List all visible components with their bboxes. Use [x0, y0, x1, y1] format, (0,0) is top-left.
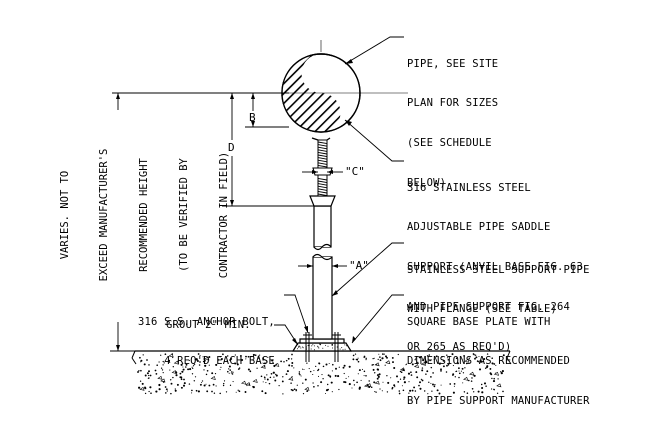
height-note-line: EXCEED MANUFACTURER'S [98, 148, 111, 282]
concrete-slab [132, 351, 511, 395]
leader-arrowheads [292, 59, 356, 345]
dimension-label-d: D [228, 141, 235, 154]
support-pipe-note-line: WITH FLANGE (SEE TABLE) [407, 303, 557, 316]
dimension-arrows [116, 93, 338, 351]
base-plate-note: SQUARE BASE PLATE WITH DIMENSIONS AS REC… [407, 289, 590, 422]
grout-stipple [297, 343, 347, 351]
grout-note: GROUT 2" MIN. [166, 319, 251, 331]
height-note-line: VARIES. NOT TO [58, 170, 71, 260]
anchor-bolts [303, 332, 341, 362]
dimension-lines [110, 93, 347, 351]
base-plate-note-line: BY PIPE SUPPORT MANUFACTURER [407, 395, 590, 408]
base-plate-note-line: SQUARE BASE PLATE WITH [407, 315, 551, 328]
base-plate [293, 339, 351, 351]
saddle-note: 316 STAINLESS STEEL ADJUSTABLE PIPE SADD… [407, 155, 583, 368]
saddle-note-line: AND PIPE SUPPORT FIG. 264 [407, 301, 571, 314]
saddle-note-line: 316 STAINLESS STEEL [407, 181, 531, 194]
anchor-bolt-note-line: 316 S.S. ANCHOR BOLT, [138, 315, 275, 328]
height-note: VARIES. NOT TO EXCEED MANUFACTURER'S REC… [32, 127, 231, 303]
dimension-label-b: B [249, 111, 256, 124]
pipe-support-detail-drawing [0, 0, 670, 395]
pipe-note-line: (SEE SCHEDULE [407, 137, 492, 150]
height-note-line: (TO BE VERIFIED BY [178, 158, 191, 272]
height-note-line: RECOMMENDED HEIGHT [138, 158, 151, 272]
support-pipe-note: STAINLESS STEEL SUPPORT PIPE WITH FLANGE… [407, 237, 590, 330]
saddle-note-line: OR 265 AS REQ'D) [407, 341, 512, 354]
pipe-note: PIPE, SEE SITE PLAN FOR SIZES (SEE SCHED… [407, 31, 498, 204]
pipe-section [272, 40, 408, 132]
pipe-note-line: PIPE, SEE SITE [407, 57, 499, 70]
anchor-bolt-note-line: 4 REQ'D EACH BASE [164, 355, 275, 368]
dimension-label-a: "A" [349, 259, 369, 272]
saddle-note-line: ADJUSTABLE PIPE SADDLE [407, 221, 551, 234]
support-pipe-note-line: STAINLESS STEEL SUPPORT PIPE [407, 263, 590, 276]
leader-lines [274, 37, 404, 345]
pipe-note-line: BELOW) [407, 177, 447, 190]
support-pipe [310, 196, 335, 339]
pipe-note-line: PLAN FOR SIZES [407, 97, 499, 110]
concrete-stipple [137, 353, 505, 395]
anchor-bolt-note: 316 S.S. ANCHOR BOLT, 4 REQ'D EACH BASE [138, 289, 275, 382]
threaded-rod [313, 140, 332, 196]
base-plate-note-line: DIMENSIONS AS RECOMMENDED [407, 355, 571, 368]
saddle-note-line: SUPPORT (ANVIL BASE FIG. 63 [407, 261, 584, 274]
dimension-label-c: "C" [345, 165, 365, 178]
